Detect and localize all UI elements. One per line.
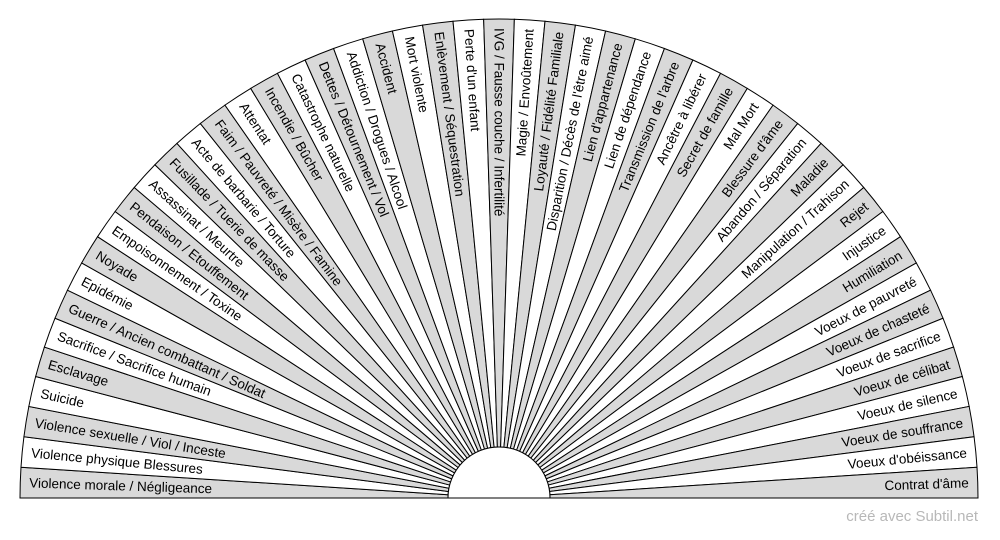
center-hub xyxy=(447,446,551,499)
segment-label: Perte d'un enfant xyxy=(461,28,483,131)
segment-label: IVG / Fausse couche / Infertilité xyxy=(492,28,507,216)
segment-label: Contrat d'âme xyxy=(884,475,969,493)
segment-label: Violence morale / Négligeance xyxy=(29,475,212,496)
footer-credit: créé avec Subtil.net xyxy=(846,508,978,525)
